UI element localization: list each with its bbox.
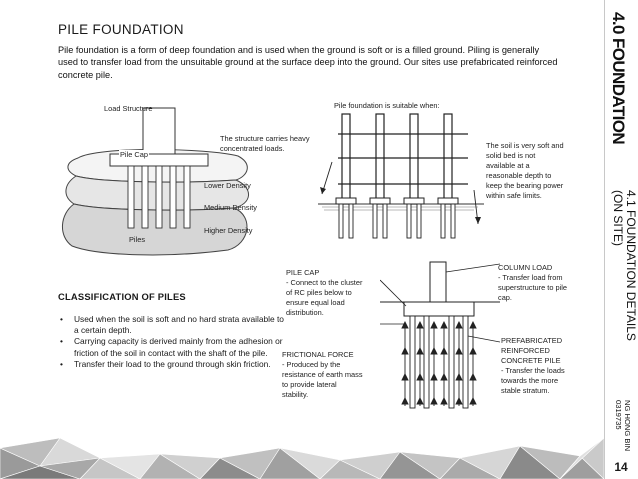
prefab-pile-line: CONCRETE PILE (501, 356, 561, 365)
prefab-pile-line: towards the more (501, 376, 559, 385)
label-higher-density: Higher Density (204, 226, 253, 235)
page-number: 14 (614, 460, 628, 474)
classification-list: Used when the soil is soft and no hard s… (58, 314, 290, 370)
column-load-line: cap. (498, 293, 512, 302)
column-load-line: superstructure to pile (498, 283, 568, 292)
classification-bullet: Used when the soil is soft and no hard s… (58, 314, 290, 336)
label-lower-density: Lower Density (204, 181, 251, 190)
classification-bullet: Transfer their load to the ground throug… (58, 359, 290, 370)
soft-soil-line: reasonable depth to (486, 171, 552, 180)
pile-cap-line: ensure equal load (286, 298, 345, 307)
subsection-line-2: (ON SITE) (611, 190, 625, 246)
frictional-force-line: stability. (282, 390, 309, 399)
label-load-structure: Load Structure (104, 104, 153, 113)
pile-cap-line: distribution. (286, 308, 324, 317)
prefab-pile-line: PREFABRICATED (501, 336, 563, 345)
soft-soil-line: available at a (486, 161, 530, 170)
author-info: NG HONG BIN 0319735 (614, 400, 632, 451)
column-load-line: COLUMN LOAD (498, 263, 553, 272)
subsection-title: 4.1 FOUNDATION DETAILS (ON SITE) (611, 190, 638, 341)
label-piles: Piles (128, 235, 147, 245)
author-name: NG HONG BIN (623, 400, 632, 452)
subsection-line-1: 4.1 FOUNDATION DETAILS (624, 190, 638, 341)
frictional-force-line: resistance of earth mass (282, 370, 363, 379)
soft-soil-line: within safe limits. (486, 191, 542, 200)
section-title: 4.0 FOUNDATION (609, 12, 628, 145)
pile-cap-line: of RC piles below to (286, 288, 352, 297)
prefab-pile-line: stable stratum. (501, 386, 550, 395)
column-load-line: - Transfer load from (498, 273, 563, 282)
prefab-pile-line: REINFORCED (501, 346, 550, 355)
classification-title: CLASSIFICATION OF PILES (58, 291, 186, 302)
label-heavy-loads-1: The structure carries heavy (220, 134, 310, 143)
label-heavy-loads-2: concentrated loads. (220, 144, 285, 153)
page-title: PILE FOUNDATION (58, 22, 184, 37)
classification-bullet: Carrying capacity is derived mainly from… (58, 336, 290, 358)
soft-soil-line: The soil is very soft and (486, 141, 564, 150)
frictional-force-line: to provide lateral (282, 380, 337, 389)
prefab-pile-line: - Transfer the loads (501, 366, 565, 375)
building-on-piles-diagram (318, 113, 484, 239)
intro-paragraph: Pile foundation is a form of deep founda… (58, 45, 558, 80)
soft-soil-line: solid bed is not (486, 151, 536, 160)
frictional-force-line: - Produced by the (282, 360, 341, 369)
sidebar (604, 0, 638, 479)
label-pile-cap: Pile Cap (119, 150, 149, 160)
diagram2-title: Pile foundation is suitable when: (334, 101, 440, 110)
label-medium-density: Medium Density (204, 203, 257, 212)
soft-soil-line: keep the bearing power (486, 181, 564, 190)
pile-cap-line: - Connect to the cluster (286, 278, 363, 287)
friction-pile-diagram (380, 261, 500, 409)
decorative-footer (0, 428, 604, 479)
frictional-force-line: FRICTIONAL FORCE (282, 350, 354, 359)
pile-cap-line: PILE CAP (286, 268, 320, 277)
soil-layers-diagram (62, 107, 249, 256)
author-id: 0319735 (614, 400, 623, 430)
